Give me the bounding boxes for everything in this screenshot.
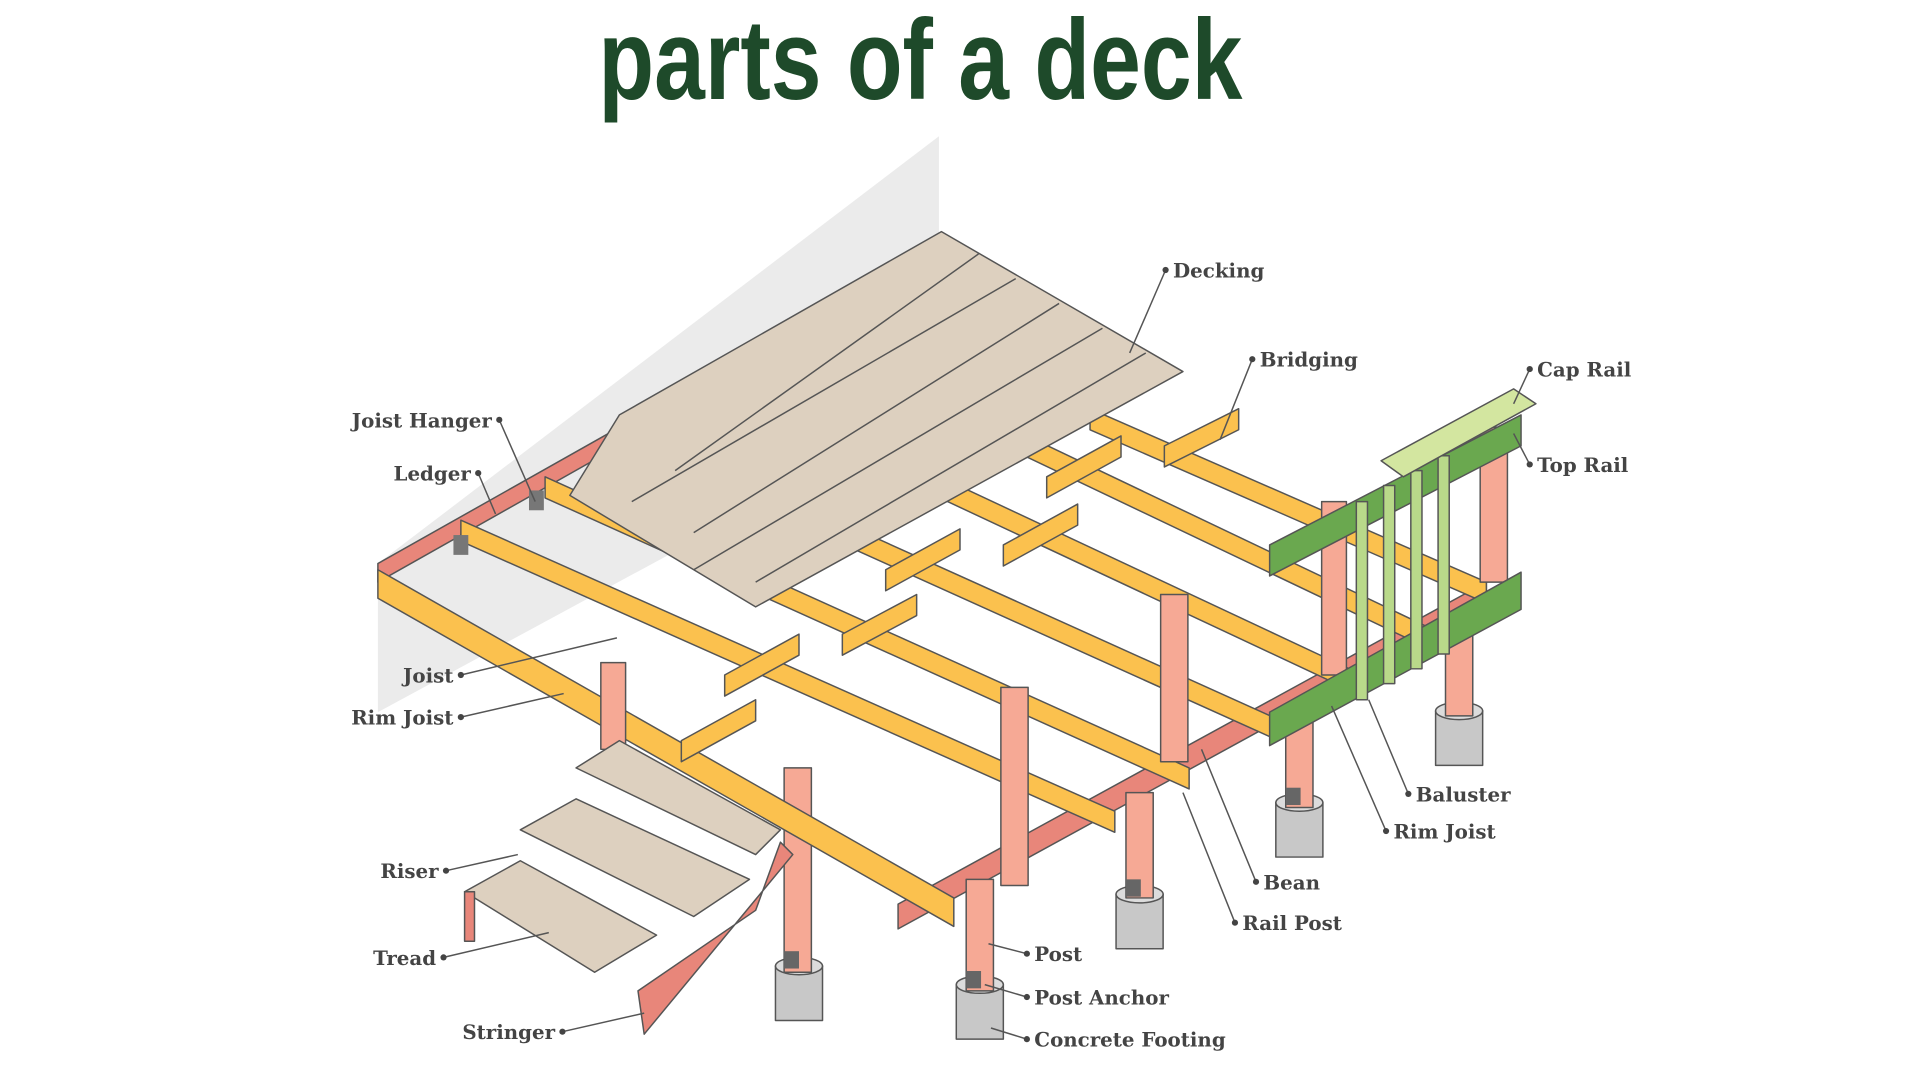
label-cap-rail: Cap Rail — [1512, 358, 1632, 405]
railing — [600, 388, 1537, 887]
label-rim-joist-right: Rim Joist — [1330, 705, 1497, 843]
label-tread: Tread — [373, 931, 549, 970]
label-joist-hanger: Joist Hanger — [350, 408, 536, 502]
label-bridging: Bridging — [1219, 348, 1358, 440]
label-joist: Joist — [401, 637, 618, 687]
svg-text:Joist Hanger: Joist Hanger — [350, 408, 493, 432]
label-bean: Bean — [1200, 749, 1320, 894]
stairs — [463, 739, 794, 1035]
svg-text:Rail Post: Rail Post — [1242, 911, 1342, 935]
svg-text:Cap Rail: Cap Rail — [1537, 358, 1632, 382]
label-ledger: Ledger — [394, 462, 497, 515]
svg-text:Bean: Bean — [1263, 870, 1320, 894]
svg-text:Rim Joist: Rim Joist — [351, 706, 454, 730]
svg-text:Post: Post — [1034, 942, 1083, 966]
svg-text:Decking: Decking — [1173, 258, 1264, 282]
svg-text:Top Rail: Top Rail — [1537, 453, 1629, 477]
svg-text:Stringer: Stringer — [462, 1020, 555, 1044]
svg-text:Baluster: Baluster — [1416, 782, 1511, 806]
label-stringer: Stringer — [462, 1012, 645, 1044]
svg-text:Rim Joist: Rim Joist — [1393, 819, 1496, 843]
label-rim-joist-left: Rim Joist — [351, 692, 564, 730]
svg-text:Ledger: Ledger — [394, 462, 472, 486]
label-post-anchor: Post Anchor — [984, 983, 1169, 1009]
decking-boards — [569, 230, 1184, 608]
joist-hanger-icon — [453, 535, 469, 555]
label-decking: Decking — [1128, 258, 1264, 354]
svg-text:Joist: Joist — [401, 663, 454, 687]
label-concrete-footing: Concrete Footing — [990, 1027, 1226, 1052]
page-title: parts of a deck — [598, 0, 1243, 124]
label-riser: Riser — [380, 853, 519, 883]
label-post: Post — [988, 942, 1083, 966]
label-top-rail: Top Rail — [1512, 433, 1629, 477]
svg-text:Tread: Tread — [373, 946, 436, 970]
label-rail-post: Rail Post — [1182, 792, 1343, 935]
svg-text:Riser: Riser — [380, 859, 439, 883]
svg-text:Bridging: Bridging — [1260, 348, 1358, 372]
svg-text:Concrete Footing: Concrete Footing — [1034, 1028, 1226, 1052]
svg-text:Post Anchor: Post Anchor — [1034, 985, 1169, 1009]
labels: Decking Bridging Cap Rail Top Rail Joist… — [350, 258, 1632, 1051]
label-baluster: Baluster — [1368, 699, 1511, 806]
